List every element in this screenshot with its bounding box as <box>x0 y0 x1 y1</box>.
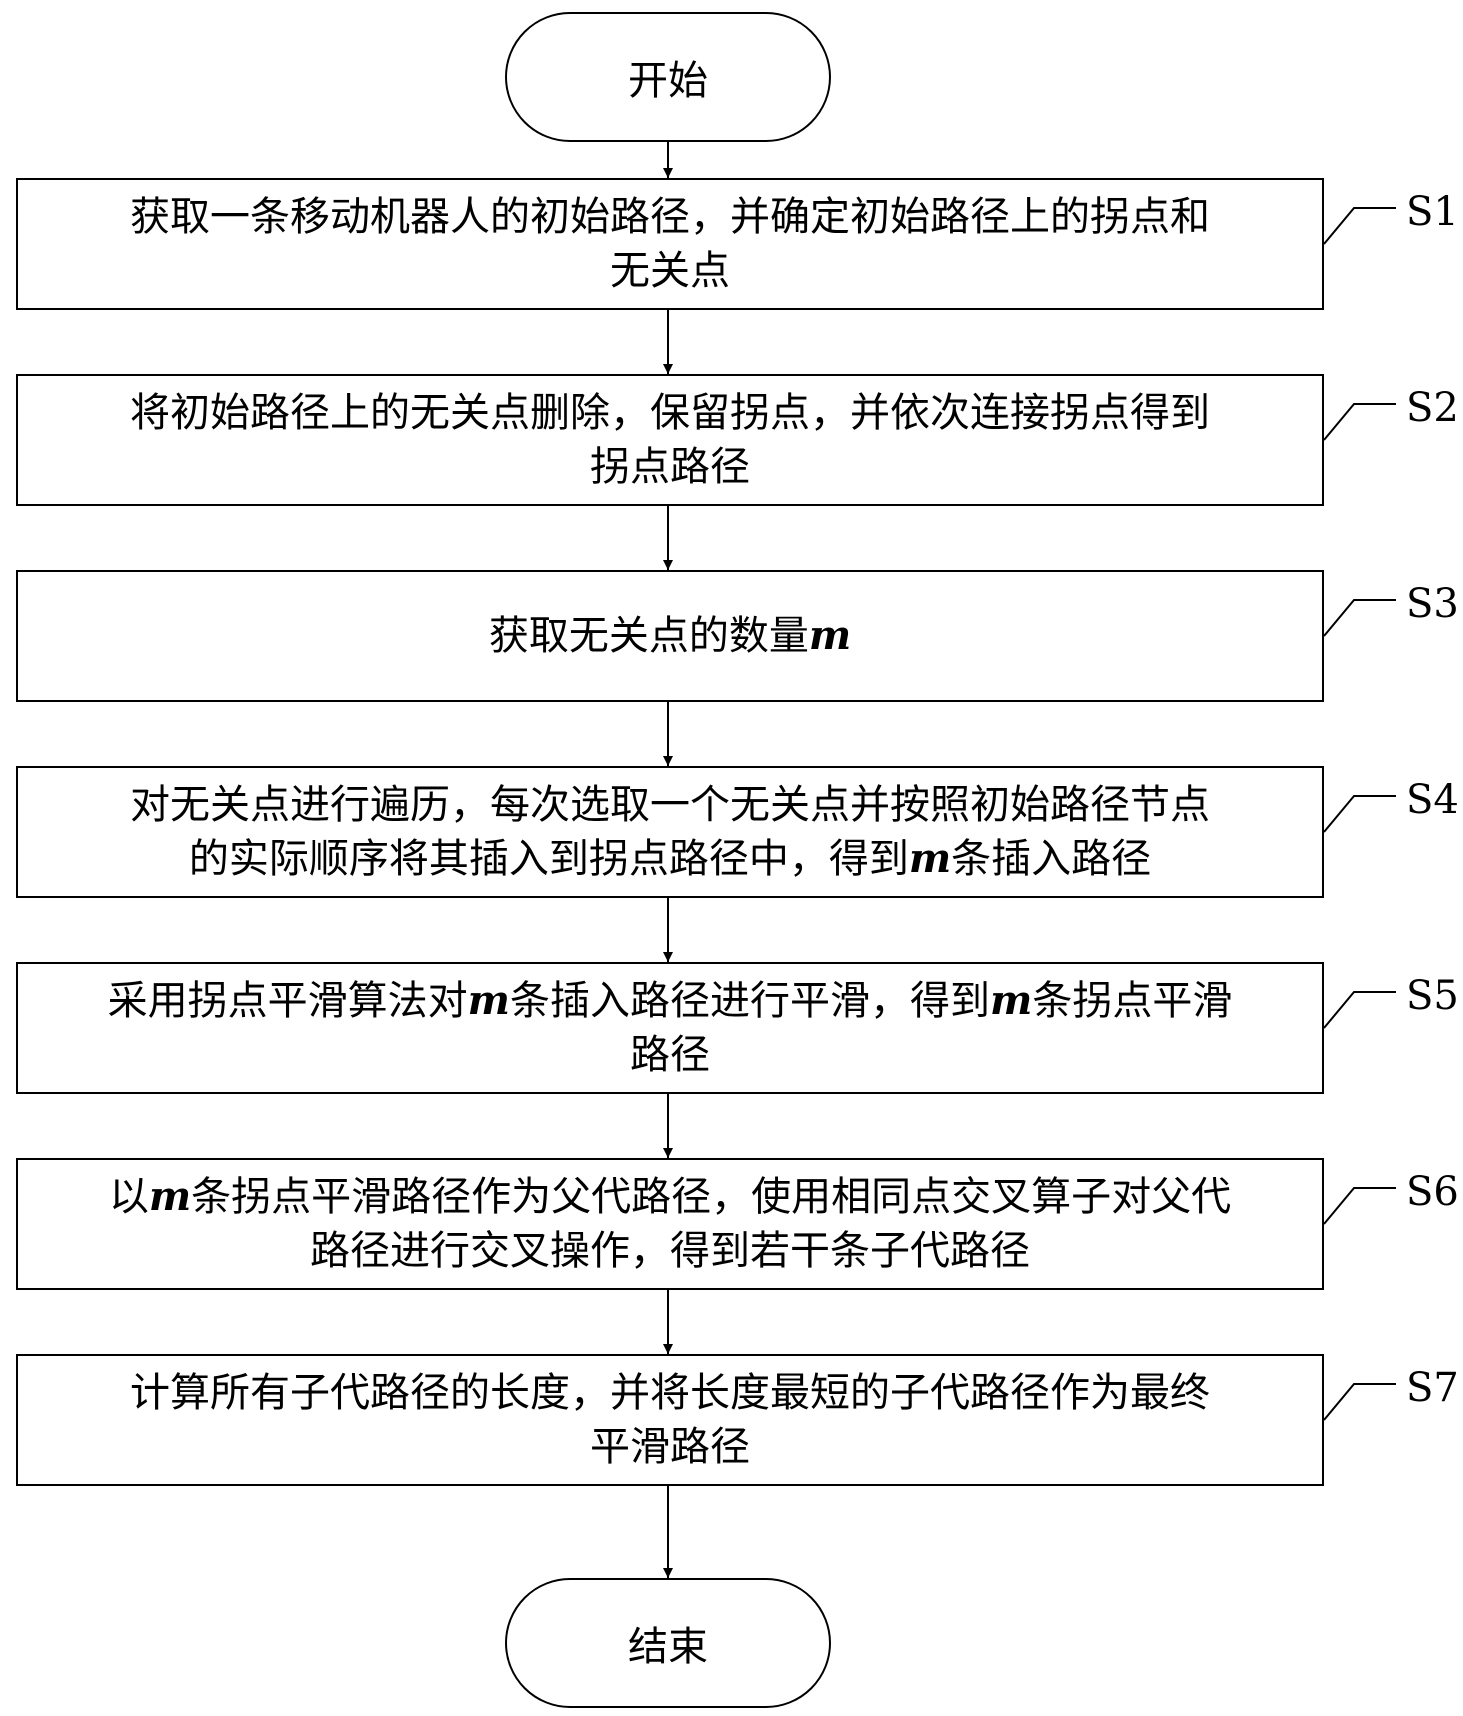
step-text-s7: 计算所有子代路径的长度，并将长度最短的子代路径作为最终平滑路径 <box>130 1370 1210 1470</box>
step-box-s6: 以m条拐点平滑路径作为父代路径，使用相同点交叉算子对父代路径进行交叉操作，得到若… <box>16 1158 1324 1290</box>
leader-line-s2 <box>1323 403 1396 441</box>
leader-line-s3 <box>1323 599 1396 637</box>
step-label-s7: S7 <box>1406 1365 1459 1411</box>
step-text-s5: 采用拐点平滑算法对m条插入路径进行平滑，得到m条拐点平滑路径 <box>107 977 1233 1078</box>
step-text-s3: 获取无关点的数量m <box>488 612 852 659</box>
step-label-s2: S2 <box>1406 385 1459 431</box>
step-text-s6: 以m条拐点平滑路径作为父代路径，使用相同点交叉算子对父代路径进行交叉操作，得到若… <box>108 1173 1232 1274</box>
step-label-s3: S3 <box>1406 581 1459 627</box>
leader-line-s7 <box>1323 1383 1396 1421</box>
leader-line-s4 <box>1323 795 1396 833</box>
end-terminal: 结束 <box>505 1578 831 1708</box>
leader-line-s6 <box>1323 1187 1396 1225</box>
step-label-s4: S4 <box>1406 777 1459 823</box>
start-terminal: 开始 <box>505 12 831 142</box>
step-label-s1: S1 <box>1406 189 1459 235</box>
leader-line-s1 <box>1323 207 1396 245</box>
step-label-s6: S6 <box>1406 1169 1459 1215</box>
end-label: 结束 <box>628 1624 708 1670</box>
step-text-s1: 获取一条移动机器人的初始路径，并确定初始路径上的拐点和无关点 <box>130 194 1210 294</box>
step-label-s5: S5 <box>1406 973 1459 1019</box>
step-box-s5: 采用拐点平滑算法对m条插入路径进行平滑，得到m条拐点平滑路径 <box>16 962 1324 1094</box>
step-box-s1: 获取一条移动机器人的初始路径，并确定初始路径上的拐点和无关点 <box>16 178 1324 310</box>
step-label-leaders <box>1323 207 1396 1421</box>
step-text-s2: 将初始路径上的无关点删除，保留拐点，并依次连接拐点得到拐点路径 <box>130 390 1210 490</box>
step-box-s2: 将初始路径上的无关点删除，保留拐点，并依次连接拐点得到拐点路径 <box>16 374 1324 506</box>
step-box-s7: 计算所有子代路径的长度，并将长度最短的子代路径作为最终平滑路径 <box>16 1354 1324 1486</box>
step-box-s3: 获取无关点的数量m <box>16 570 1324 702</box>
step-box-s4: 对无关点进行遍历，每次选取一个无关点并按照初始路径节点的实际顺序将其插入到拐点路… <box>16 766 1324 898</box>
start-label: 开始 <box>628 58 708 104</box>
step-text-s4: 对无关点进行遍历，每次选取一个无关点并按照初始路径节点的实际顺序将其插入到拐点路… <box>130 782 1210 882</box>
leader-line-s5 <box>1323 991 1396 1029</box>
